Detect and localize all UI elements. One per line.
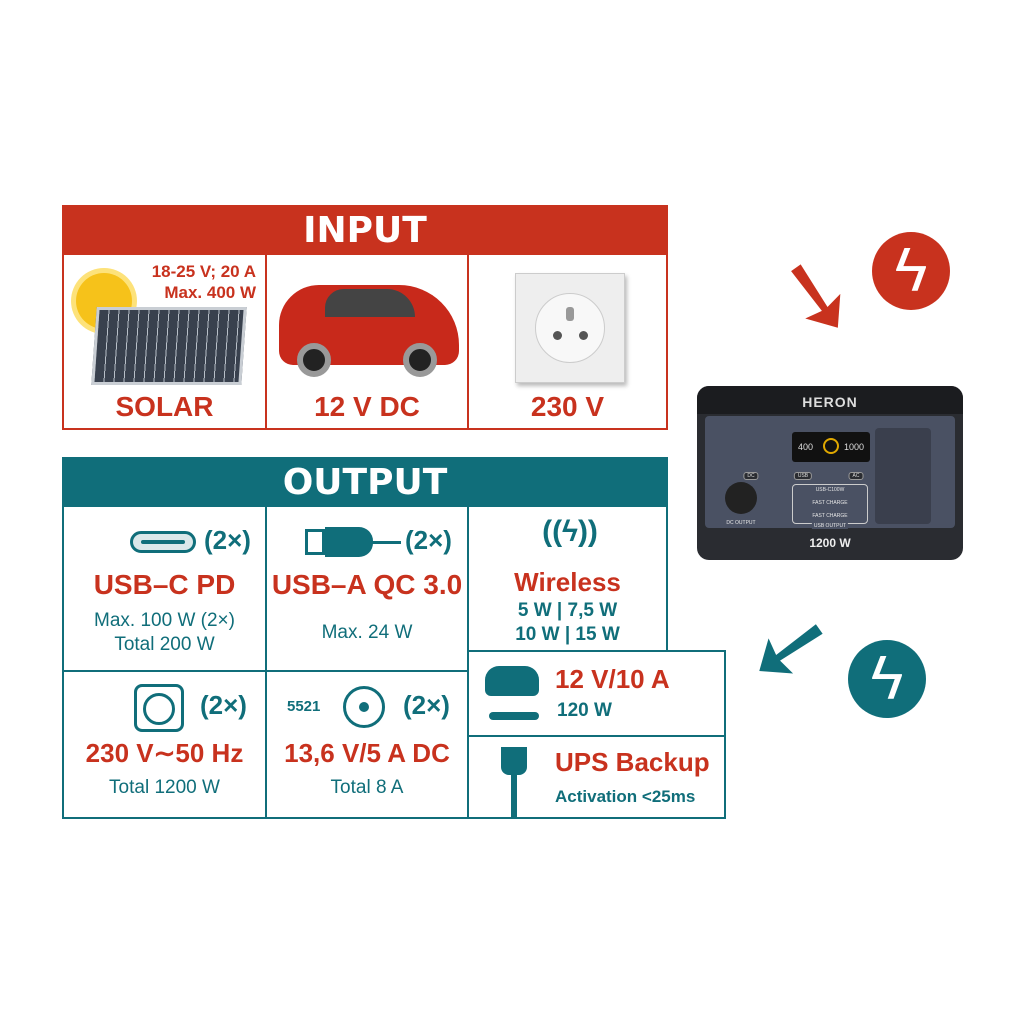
- display-input: 400: [798, 442, 814, 452]
- dc-output-port: [725, 482, 757, 514]
- wireless-title: Wireless: [514, 567, 621, 597]
- usbc-count: (2×): [204, 525, 251, 555]
- wireless-power-2: 10 W | 15 W: [515, 624, 620, 645]
- car-label: 12 V DC: [314, 391, 420, 422]
- device-label-fast-charge-1: FAST CHARGE: [812, 500, 848, 506]
- device-display: 400 1000: [792, 432, 870, 462]
- usba-max: Max. 24 W: [321, 622, 413, 643]
- dc-total: Total 8 A: [330, 777, 404, 798]
- ac-outlet-cover: [875, 428, 931, 524]
- dc-port-icon: [343, 686, 385, 728]
- display-output: 1000: [843, 442, 864, 452]
- device-label-dc-output: DC OUTPUT: [724, 520, 758, 526]
- output-usbc: (2×) USB–C PD Max. 100 W (2×) Total 200 …: [62, 505, 267, 672]
- wireless-power-1: 5 W | 7,5 W: [517, 600, 618, 621]
- ac-count: (2×): [200, 690, 247, 720]
- usbc-max: Max. 100 W (2×): [94, 610, 235, 631]
- solar-label: SOLAR: [115, 391, 214, 422]
- device-brand: HERON: [802, 394, 858, 410]
- input-solar: 18-25 V; 20 A Max. 400 W SOLAR: [62, 253, 267, 430]
- car-output-title: 12 V/10 A: [555, 664, 670, 694]
- device-power-label: 1200 W: [809, 536, 851, 550]
- device-label-ac: AC: [848, 472, 864, 480]
- input-230v: 230 V: [467, 253, 668, 430]
- device-label-dc: DC: [743, 472, 759, 480]
- solar-spec-power: Max. 400 W: [164, 283, 256, 302]
- input-car: 12 V DC: [265, 253, 469, 430]
- power-station-device: HERON 400 1000 DC USB AC USB-C100W FAST …: [697, 386, 963, 560]
- ac-title: 230 V∼50 Hz: [85, 738, 244, 768]
- output-usba: (2×) USB–A QC 3.0 Max. 24 W: [265, 505, 469, 672]
- output-ups: UPS Backup Activation <25ms: [467, 735, 726, 819]
- car-outlet-icon: [485, 666, 539, 696]
- socket-icon: [515, 273, 625, 383]
- device-label-usb-c: USB-C100W: [815, 487, 845, 493]
- output-title: OUTPUT: [282, 461, 448, 503]
- device-label-usb-output: USB OUTPUT: [811, 523, 849, 529]
- dc-count: (2×): [403, 690, 450, 720]
- solar-spec-voltage: 18-25 V; 20 A: [151, 262, 256, 281]
- ups-activation: Activation <25ms: [555, 787, 696, 806]
- usb-c-icon: [130, 531, 196, 553]
- plug-icon: [501, 747, 527, 775]
- wireless-charging-icon: ((ϟ)): [542, 515, 598, 548]
- usba-count: (2×): [405, 525, 452, 555]
- usba-title: USB–A QC 3.0: [271, 569, 463, 600]
- 230v-label: 230 V: [530, 391, 605, 422]
- output-wireless: ((ϟ)) Wireless 5 W | 7,5 W 10 W | 15 W: [467, 505, 668, 652]
- dc-connector-code: 5521: [287, 698, 321, 715]
- ups-title: UPS Backup: [555, 747, 710, 777]
- input-header: INPUT: [62, 205, 668, 255]
- input-title: INPUT: [303, 209, 427, 251]
- device-label-usb: USB: [793, 472, 813, 480]
- dc-title: 13,6 V/5 A DC: [284, 738, 450, 768]
- input-arrow-icon: ➘: [765, 232, 868, 358]
- usbc-title: USB–C PD: [93, 569, 236, 600]
- output-ac: (2×) 230 V∼50 Hz Total 1200 W: [62, 670, 267, 819]
- lightning-red-icon: ϟ: [872, 232, 950, 310]
- solar-panel-icon: [91, 307, 247, 385]
- usb-a-icon: [305, 529, 325, 555]
- usbc-total: Total 200 W: [114, 634, 215, 655]
- output-dc: 5521 (2×) 13,6 V/5 A DC Total 8 A: [265, 670, 469, 819]
- ac-socket-icon: [134, 684, 184, 732]
- output-header: OUTPUT: [62, 457, 668, 507]
- ac-total: Total 1200 W: [109, 777, 220, 798]
- lightning-teal-icon: ϟ: [848, 640, 926, 718]
- device-label-fast-charge-2: FAST CHARGE: [812, 513, 848, 519]
- output-arrow-icon: ➘: [729, 599, 855, 701]
- output-car: 12 V/10 A 120 W: [467, 650, 726, 737]
- car-output-power: 120 W: [557, 700, 612, 721]
